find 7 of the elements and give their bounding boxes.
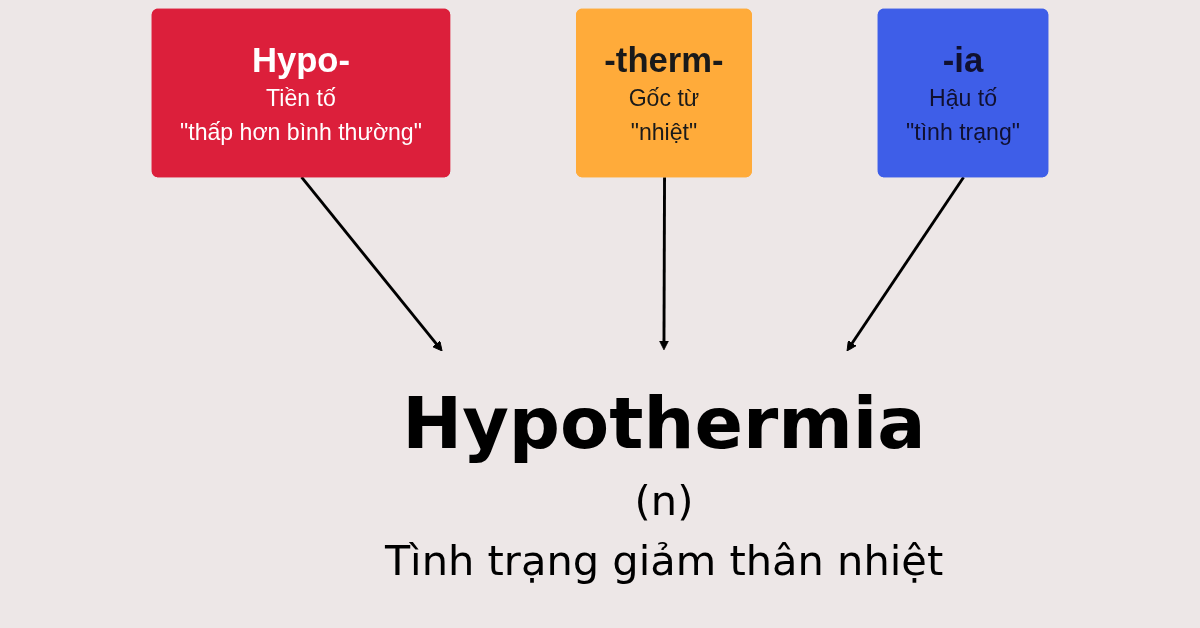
arrow xyxy=(300,176,443,352)
prefix-box: Hypo- Tiền tố "thấp hơn bình thường" xyxy=(151,8,451,178)
arrow xyxy=(658,177,670,351)
root-box: -therm- Gốc từ "nhiệt" xyxy=(576,8,752,178)
arrow xyxy=(846,176,965,352)
suffix-box: -ia Hậu tố "tình trạng" xyxy=(877,8,1049,178)
term-text: Hypothermia (n) Tình trạng giảm thân nhiệt xyxy=(384,381,944,584)
